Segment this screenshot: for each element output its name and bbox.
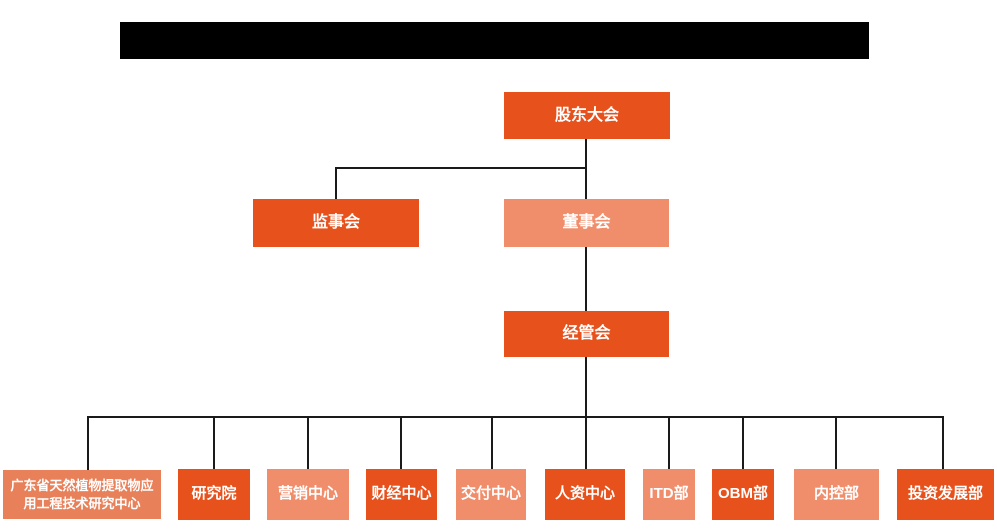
connector-line [335,167,587,169]
org-node-research-institute: 研究院 [178,469,250,520]
connector-line [585,357,587,417]
org-node-itd-dept: ITD部 [643,469,695,520]
org-node-research-center: 广东省天然植物提取物应用工程技术研究中心 [3,470,161,519]
org-node-obm-dept: OBM部 [712,469,774,520]
connector-drop-line [742,416,744,470]
connector-drop-line [400,416,402,470]
org-node-delivery-center: 交付中心 [456,469,526,520]
redacted-title-bar [120,22,869,59]
org-node-finance-center: 财经中心 [366,469,437,520]
connector-drop-line [835,416,837,470]
connector-line [585,139,587,199]
connector-drop-line [213,416,215,470]
connector-bus-line [87,416,944,418]
connector-drop-line [87,416,89,470]
connector-drop-line [668,416,670,470]
org-node-marketing-center: 营销中心 [267,469,349,520]
connector-line [335,167,337,199]
org-node-hr-center: 人资中心 [545,469,625,520]
org-node-investment-development-dept: 投资发展部 [897,469,994,520]
org-node-shareholders-meeting: 股东大会 [504,92,670,139]
connector-drop-line [491,416,493,470]
connector-drop-line [585,416,587,470]
org-node-board-of-directors: 董事会 [504,199,669,247]
connector-drop-line [307,416,309,470]
org-node-supervisory-board: 监事会 [253,199,419,247]
connector-drop-line [942,416,944,470]
connector-line [585,247,587,311]
org-node-management-committee: 经管会 [504,311,669,357]
org-node-internal-control-dept: 内控部 [794,469,879,520]
